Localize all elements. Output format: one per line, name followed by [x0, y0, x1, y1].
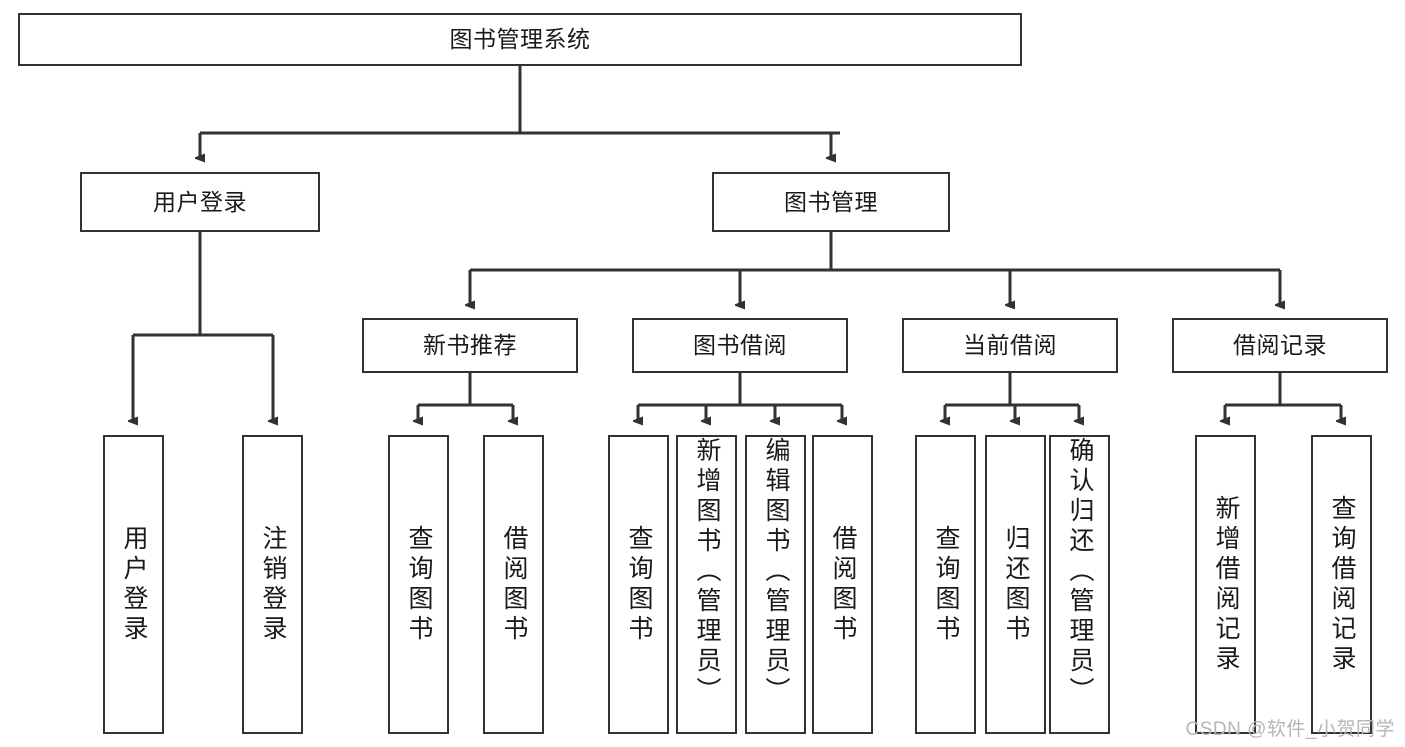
node-label: 用户登录: [120, 524, 148, 645]
node-label: 归还图书: [1002, 524, 1030, 645]
leaf-add-borrow-record[interactable]: 新增借阅记录: [1195, 435, 1256, 734]
node-label: 查询图书: [625, 524, 653, 645]
node-borrow-record[interactable]: 借阅记录: [1172, 318, 1388, 373]
node-label: 新增借阅记录: [1212, 494, 1240, 675]
node-label: 新书推荐: [423, 332, 517, 359]
watermark-text: CSDN @软件_小贺同学: [1185, 719, 1395, 740]
leaf-edit-book-admin[interactable]: 编辑图书（管理员）: [745, 435, 806, 734]
node-new-book-recommend[interactable]: 新书推荐: [362, 318, 578, 373]
leaf-add-book-admin[interactable]: 新增图书（管理员）: [676, 435, 737, 734]
leaf-return-book[interactable]: 归还图书: [985, 435, 1046, 734]
node-root-system[interactable]: 图书管理系统: [18, 13, 1022, 66]
node-user-login[interactable]: 用户登录: [80, 172, 320, 232]
node-label: 用户登录: [153, 188, 247, 215]
node-label: 当前借阅: [963, 332, 1057, 359]
node-label: 确认归还（管理员）: [1066, 437, 1094, 707]
node-label: 借阅记录: [1233, 332, 1327, 359]
node-book-management[interactable]: 图书管理: [712, 172, 950, 232]
node-label: 图书管理系统: [449, 26, 591, 53]
leaf-borrow-book-recommend[interactable]: 借阅图书: [483, 435, 544, 734]
leaf-user-login[interactable]: 用户登录: [103, 435, 164, 734]
node-label: 借阅图书: [500, 524, 528, 645]
leaf-confirm-return-admin[interactable]: 确认归还（管理员）: [1049, 435, 1110, 734]
leaf-logout[interactable]: 注销登录: [242, 435, 303, 734]
node-current-borrow[interactable]: 当前借阅: [902, 318, 1118, 373]
leaf-query-book-current[interactable]: 查询图书: [915, 435, 976, 734]
node-label: 注销登录: [259, 524, 287, 645]
node-label: 编辑图书（管理员）: [762, 437, 790, 707]
leaf-query-borrow-record[interactable]: 查询借阅记录: [1311, 435, 1372, 734]
node-label: 图书借阅: [693, 332, 787, 359]
leaf-query-book-borrow[interactable]: 查询图书: [608, 435, 669, 734]
node-label: 图书管理: [784, 188, 878, 215]
node-label: 借阅图书: [829, 524, 857, 645]
node-label: 查询借阅记录: [1328, 494, 1356, 675]
leaf-borrow-book-borrow[interactable]: 借阅图书: [812, 435, 873, 734]
node-label: 查询图书: [932, 524, 960, 645]
node-label: 新增图书（管理员）: [693, 437, 721, 707]
node-book-borrow[interactable]: 图书借阅: [632, 318, 848, 373]
node-label: 查询图书: [405, 524, 433, 645]
leaf-query-book-recommend[interactable]: 查询图书: [388, 435, 449, 734]
